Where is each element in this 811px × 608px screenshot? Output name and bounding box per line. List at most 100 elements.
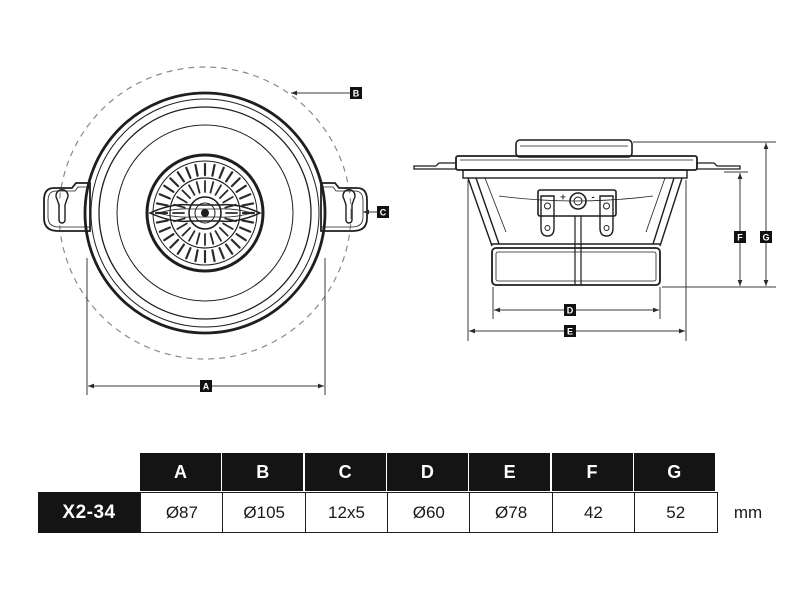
callout-a: A (200, 380, 212, 392)
grille-slot (218, 247, 225, 260)
callout-b: B (350, 87, 362, 99)
grille-slot (163, 184, 175, 193)
grille-slot (211, 163, 216, 177)
table-value-d: Ø60 (386, 492, 471, 533)
side-flange (455, 155, 698, 171)
grille-slot (176, 196, 188, 204)
grille-slot (188, 184, 196, 196)
grille-slot (230, 177, 241, 188)
terminal-block: + - (537, 189, 617, 237)
grille-slot (211, 249, 216, 263)
grille-slot (181, 189, 192, 200)
grille-slot (214, 184, 222, 196)
grille-slot (235, 233, 247, 242)
svg-text:D: D (567, 306, 574, 316)
callout-f: F (734, 231, 746, 243)
mounting-tab-left (43, 182, 91, 232)
frame-inner-ring (90, 98, 320, 328)
grille-slot (241, 219, 255, 224)
table-header-c: C (304, 453, 386, 491)
grille-slot (239, 226, 252, 233)
grille-slot (185, 247, 192, 260)
grille-slot (169, 177, 180, 188)
table-unit: mm (733, 502, 763, 522)
grille-slot (176, 171, 185, 183)
grille-slot (158, 226, 171, 233)
side-mounting-tab-right (696, 162, 741, 170)
table-value-a: Ø87 (140, 492, 224, 533)
grille-slot (176, 222, 188, 230)
grille-slot (214, 230, 222, 242)
grille-slot (209, 232, 215, 245)
grille-slot (155, 202, 169, 207)
tweeter-dome (188, 196, 222, 230)
grille-slot (209, 181, 215, 194)
side-grille-cap (515, 139, 633, 158)
table-model-label: X2-34 (38, 492, 140, 533)
table-value-g: 52 (633, 492, 718, 533)
grille-slot (218, 189, 229, 200)
basket-frame (467, 177, 683, 247)
center-grille (145, 153, 265, 273)
grille-slot (195, 232, 201, 245)
grille-slot (222, 222, 234, 230)
grille-slot (194, 249, 199, 263)
cone-edge-ring (116, 124, 294, 302)
grille-slot (222, 196, 234, 204)
side-view: + - D E F G (413, 139, 776, 341)
grille-slot (195, 181, 201, 194)
callout-g: G (760, 231, 772, 243)
terminal-negative-mark: - (591, 193, 594, 202)
terminal-post (574, 216, 582, 285)
tweeter-center-dot (201, 209, 209, 217)
svg-text:B: B (353, 89, 360, 99)
table-value-f: 42 (551, 492, 636, 533)
svg-text:G: G (762, 233, 769, 243)
mounting-tab-right (320, 182, 368, 232)
side-mounting-tab-left (413, 162, 457, 170)
grille-slots-outer (154, 162, 256, 264)
grille-slot (230, 238, 241, 249)
grille-slot (181, 226, 192, 237)
grille-slot (188, 230, 196, 242)
magnet (491, 247, 661, 286)
grille-slot (176, 243, 185, 255)
grille-crossbar (148, 203, 262, 223)
table-header-g: G (633, 453, 715, 491)
grille-slot (169, 238, 180, 249)
terminal-connector (569, 192, 587, 210)
outer-frame-ring (83, 91, 327, 335)
svg-text:E: E (567, 327, 573, 337)
overall-diameter-dashed-circle (58, 66, 352, 360)
grille-slot (185, 166, 192, 179)
callout-d: D (564, 304, 576, 316)
grille-slot (158, 193, 171, 200)
grille-slot (155, 219, 169, 224)
grille-slot (225, 243, 234, 255)
grille-slot (218, 166, 225, 179)
grille-slot (163, 233, 175, 242)
table-value-b: Ø105 (222, 492, 307, 533)
svg-text:A: A (203, 382, 210, 392)
callout-e: E (564, 325, 576, 337)
table-header-d: D (386, 453, 468, 491)
grille-slot (235, 184, 247, 193)
table-header-f: F (551, 453, 633, 491)
keyhole-slot-right (342, 189, 356, 224)
grille-slots-inner (172, 180, 238, 246)
terminal-positive-mark: + (560, 193, 567, 202)
grille-slot (241, 202, 255, 207)
svg-text:F: F (737, 233, 743, 243)
table-header-a: A (140, 453, 221, 491)
table-value-e: Ø78 (469, 492, 553, 533)
grille-slot (218, 226, 229, 237)
grille-slot (225, 171, 234, 183)
surround-ring (98, 106, 312, 320)
terminal-left (540, 195, 555, 237)
callout-c: C (377, 206, 389, 218)
terminal-right (599, 195, 614, 237)
table-header-e: E (469, 453, 551, 491)
grille-outer-ring (145, 153, 265, 273)
table-value-c: 12x5 (304, 492, 389, 533)
basket-rim (462, 169, 688, 179)
